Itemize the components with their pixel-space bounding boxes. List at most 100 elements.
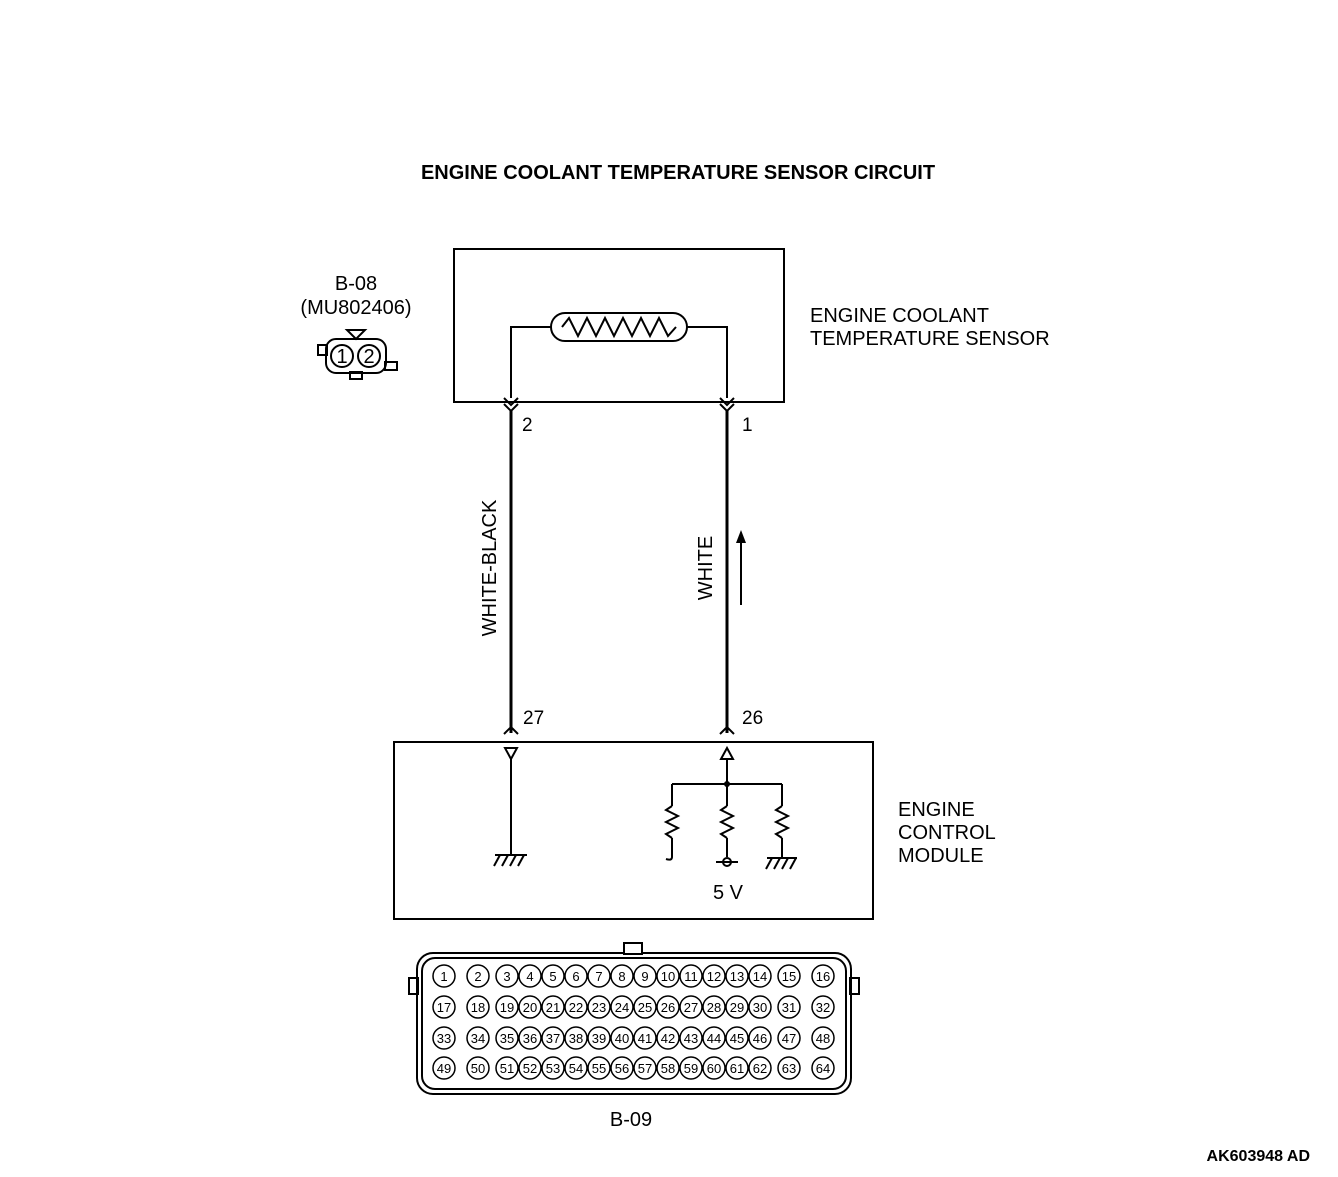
ecm-connector-pin-label: 13 bbox=[730, 969, 744, 984]
ecm-connector-pin-circle bbox=[679, 1056, 703, 1080]
ecm-connector-pin-circle bbox=[466, 995, 490, 1019]
ecm-connector-pin-circle bbox=[811, 1056, 835, 1080]
sensor-connector-pin-1: 1 bbox=[336, 346, 347, 368]
ecm-connector-pin-circle bbox=[725, 1056, 749, 1080]
ecm-connector-pin-label: 21 bbox=[546, 1000, 560, 1015]
ecm-connector-pin-circle bbox=[587, 995, 611, 1019]
ecm-connector-pin-label: 47 bbox=[782, 1031, 796, 1046]
ecm-connector-pin-circle bbox=[518, 995, 542, 1019]
ecm-connector-pin-circle bbox=[679, 995, 703, 1019]
ecm-ground-left-icon bbox=[493, 759, 527, 867]
ecm-supply-voltage: 5 V bbox=[713, 882, 744, 904]
ecm-connector-pin-label: 28 bbox=[707, 1000, 721, 1015]
ecm-connector-pin-circle bbox=[587, 964, 611, 988]
ecm-connector-pin-circle bbox=[702, 995, 726, 1019]
ecm-connector-pin-circle bbox=[564, 1026, 588, 1050]
ecm-connector-pin-circle bbox=[633, 995, 657, 1019]
ecm-connector-pin-circle bbox=[495, 1026, 519, 1050]
ecm-connector-pin-label: 57 bbox=[638, 1061, 652, 1076]
ecm-connector-pin-circle bbox=[725, 995, 749, 1019]
ecm-connector-pin-circle bbox=[541, 964, 565, 988]
ecm-connector-pin-circle bbox=[466, 1026, 490, 1050]
ecm-connector-pin-label: 6 bbox=[572, 969, 579, 984]
ecm-connector-pin-circle bbox=[702, 964, 726, 988]
ecm-connector-pin-circle bbox=[811, 995, 835, 1019]
ecm-connector-pin-circle bbox=[432, 1026, 456, 1050]
ecm-connector-pin-circle bbox=[432, 995, 456, 1019]
ecm-connector-pin-label: 42 bbox=[661, 1031, 675, 1046]
ecm-connector-pin-label: 5 bbox=[549, 969, 556, 984]
ecm-connector-pin-circle bbox=[656, 1026, 680, 1050]
ecm-connector-pin-label: 60 bbox=[707, 1061, 721, 1076]
ecm-connector-pin-circle bbox=[541, 1056, 565, 1080]
ecm-connector-pin-label: 63 bbox=[782, 1061, 796, 1076]
ecm-connector-pin-label: 51 bbox=[500, 1061, 514, 1076]
ecm-connector-pin-label: 36 bbox=[523, 1031, 537, 1046]
wire-left-color-label: WHITE-BLACK bbox=[479, 499, 501, 636]
ecm-pin-right-label: 26 bbox=[742, 708, 763, 729]
ecm-connector-pin-label: 1 bbox=[440, 969, 447, 984]
ecm-connector-pin-circle bbox=[610, 995, 634, 1019]
ecm-connector-pin-circle bbox=[541, 1026, 565, 1050]
ecm-connector-pin-circle bbox=[495, 1056, 519, 1080]
ecm-connector-pin-circle bbox=[610, 964, 634, 988]
ecm-connector-pin-label: 43 bbox=[684, 1031, 698, 1046]
ecm-pin-left-label: 27 bbox=[523, 708, 544, 729]
ecm-name-line3: MODULE bbox=[898, 845, 984, 867]
ecm-connector-pin-circle bbox=[610, 1056, 634, 1080]
ecm-connector-pin-label: 4 bbox=[526, 969, 533, 984]
ecm-connector-pin-label: 15 bbox=[782, 969, 796, 984]
ecm-connector-pin-label: 7 bbox=[595, 969, 602, 984]
ecm-connector-pin-label: 37 bbox=[546, 1031, 560, 1046]
ecm-connector-pin-circle bbox=[587, 1056, 611, 1080]
ecm-name-line1: ENGINE bbox=[898, 799, 975, 821]
ecm-connector-pin-circle bbox=[702, 1026, 726, 1050]
ecm-connector-pin-label: 45 bbox=[730, 1031, 744, 1046]
ecm-connector-pin-circle bbox=[564, 964, 588, 988]
ecm-connector-pin-circle bbox=[518, 1056, 542, 1080]
ecm-connector-pin-label: 64 bbox=[816, 1061, 830, 1076]
sensor-pin-right-label: 1 bbox=[742, 415, 753, 436]
ecm-connector-pin-circle bbox=[777, 1056, 801, 1080]
ecm-connector-pin-label: 61 bbox=[730, 1061, 744, 1076]
ecm-connector-pin-label: 52 bbox=[523, 1061, 537, 1076]
ecm-connector-pin-label: 3 bbox=[503, 969, 510, 984]
ecm-connector-pin-label: 14 bbox=[753, 969, 767, 984]
ecm-connector-pin-circle bbox=[748, 1056, 772, 1080]
ecm-connector-id: B-09 bbox=[610, 1109, 652, 1131]
wire-right-color-label: WHITE bbox=[695, 536, 717, 600]
ecm-connector-pin-label: 40 bbox=[615, 1031, 629, 1046]
figure-code: AK603948 AD bbox=[1207, 1148, 1310, 1165]
ecm-connector-pin-circle bbox=[725, 1026, 749, 1050]
ecm-connector-pin-label: 35 bbox=[500, 1031, 514, 1046]
ecm-connector-pin-circle bbox=[518, 1026, 542, 1050]
ecm-connector-pin-label: 10 bbox=[661, 969, 675, 984]
thermistor-symbol bbox=[510, 312, 728, 398]
ecm-connector-pin-label: 8 bbox=[618, 969, 625, 984]
ecm-connector-pin-label: 22 bbox=[569, 1000, 583, 1015]
ecm-connector-pin-label: 50 bbox=[471, 1061, 485, 1076]
ecm-connector-pin-label: 49 bbox=[437, 1061, 451, 1076]
ecm-connector-pin-circle bbox=[748, 995, 772, 1019]
ecm-connector-pin-circle bbox=[777, 995, 801, 1019]
ecm-connector-pin-label: 31 bbox=[782, 1000, 796, 1015]
ecm-connector-pin-circle bbox=[748, 1026, 772, 1050]
ecm-connector-pin-circle bbox=[466, 964, 490, 988]
ecm-connector-pin-circle bbox=[432, 964, 456, 988]
sensor-terminal-markers bbox=[503, 397, 735, 413]
ecm-connector-pin-label: 23 bbox=[592, 1000, 606, 1015]
ecm-connector-pin-label: 17 bbox=[437, 1000, 451, 1015]
ecm-connector-pin-label: 56 bbox=[615, 1061, 629, 1076]
sensor-connector-icon bbox=[317, 329, 398, 380]
ecm-connector-pin-label: 58 bbox=[661, 1061, 675, 1076]
ecm-connector-pin-label: 9 bbox=[641, 969, 648, 984]
ecm-connector-pin-circle bbox=[495, 964, 519, 988]
ecm-connector-pin-label: 30 bbox=[753, 1000, 767, 1015]
ecm-connector-pin-label: 19 bbox=[500, 1000, 514, 1015]
ecm-connector-pin-circle bbox=[748, 964, 772, 988]
ecm-connector-pin-label: 11 bbox=[684, 969, 698, 984]
sensor-connector-pin-2: 2 bbox=[363, 346, 374, 368]
ecm-resistor-network bbox=[663, 759, 797, 870]
ecm-connector-pin-label: 25 bbox=[638, 1000, 652, 1015]
ecm-connector-pin-label: 62 bbox=[753, 1061, 767, 1076]
